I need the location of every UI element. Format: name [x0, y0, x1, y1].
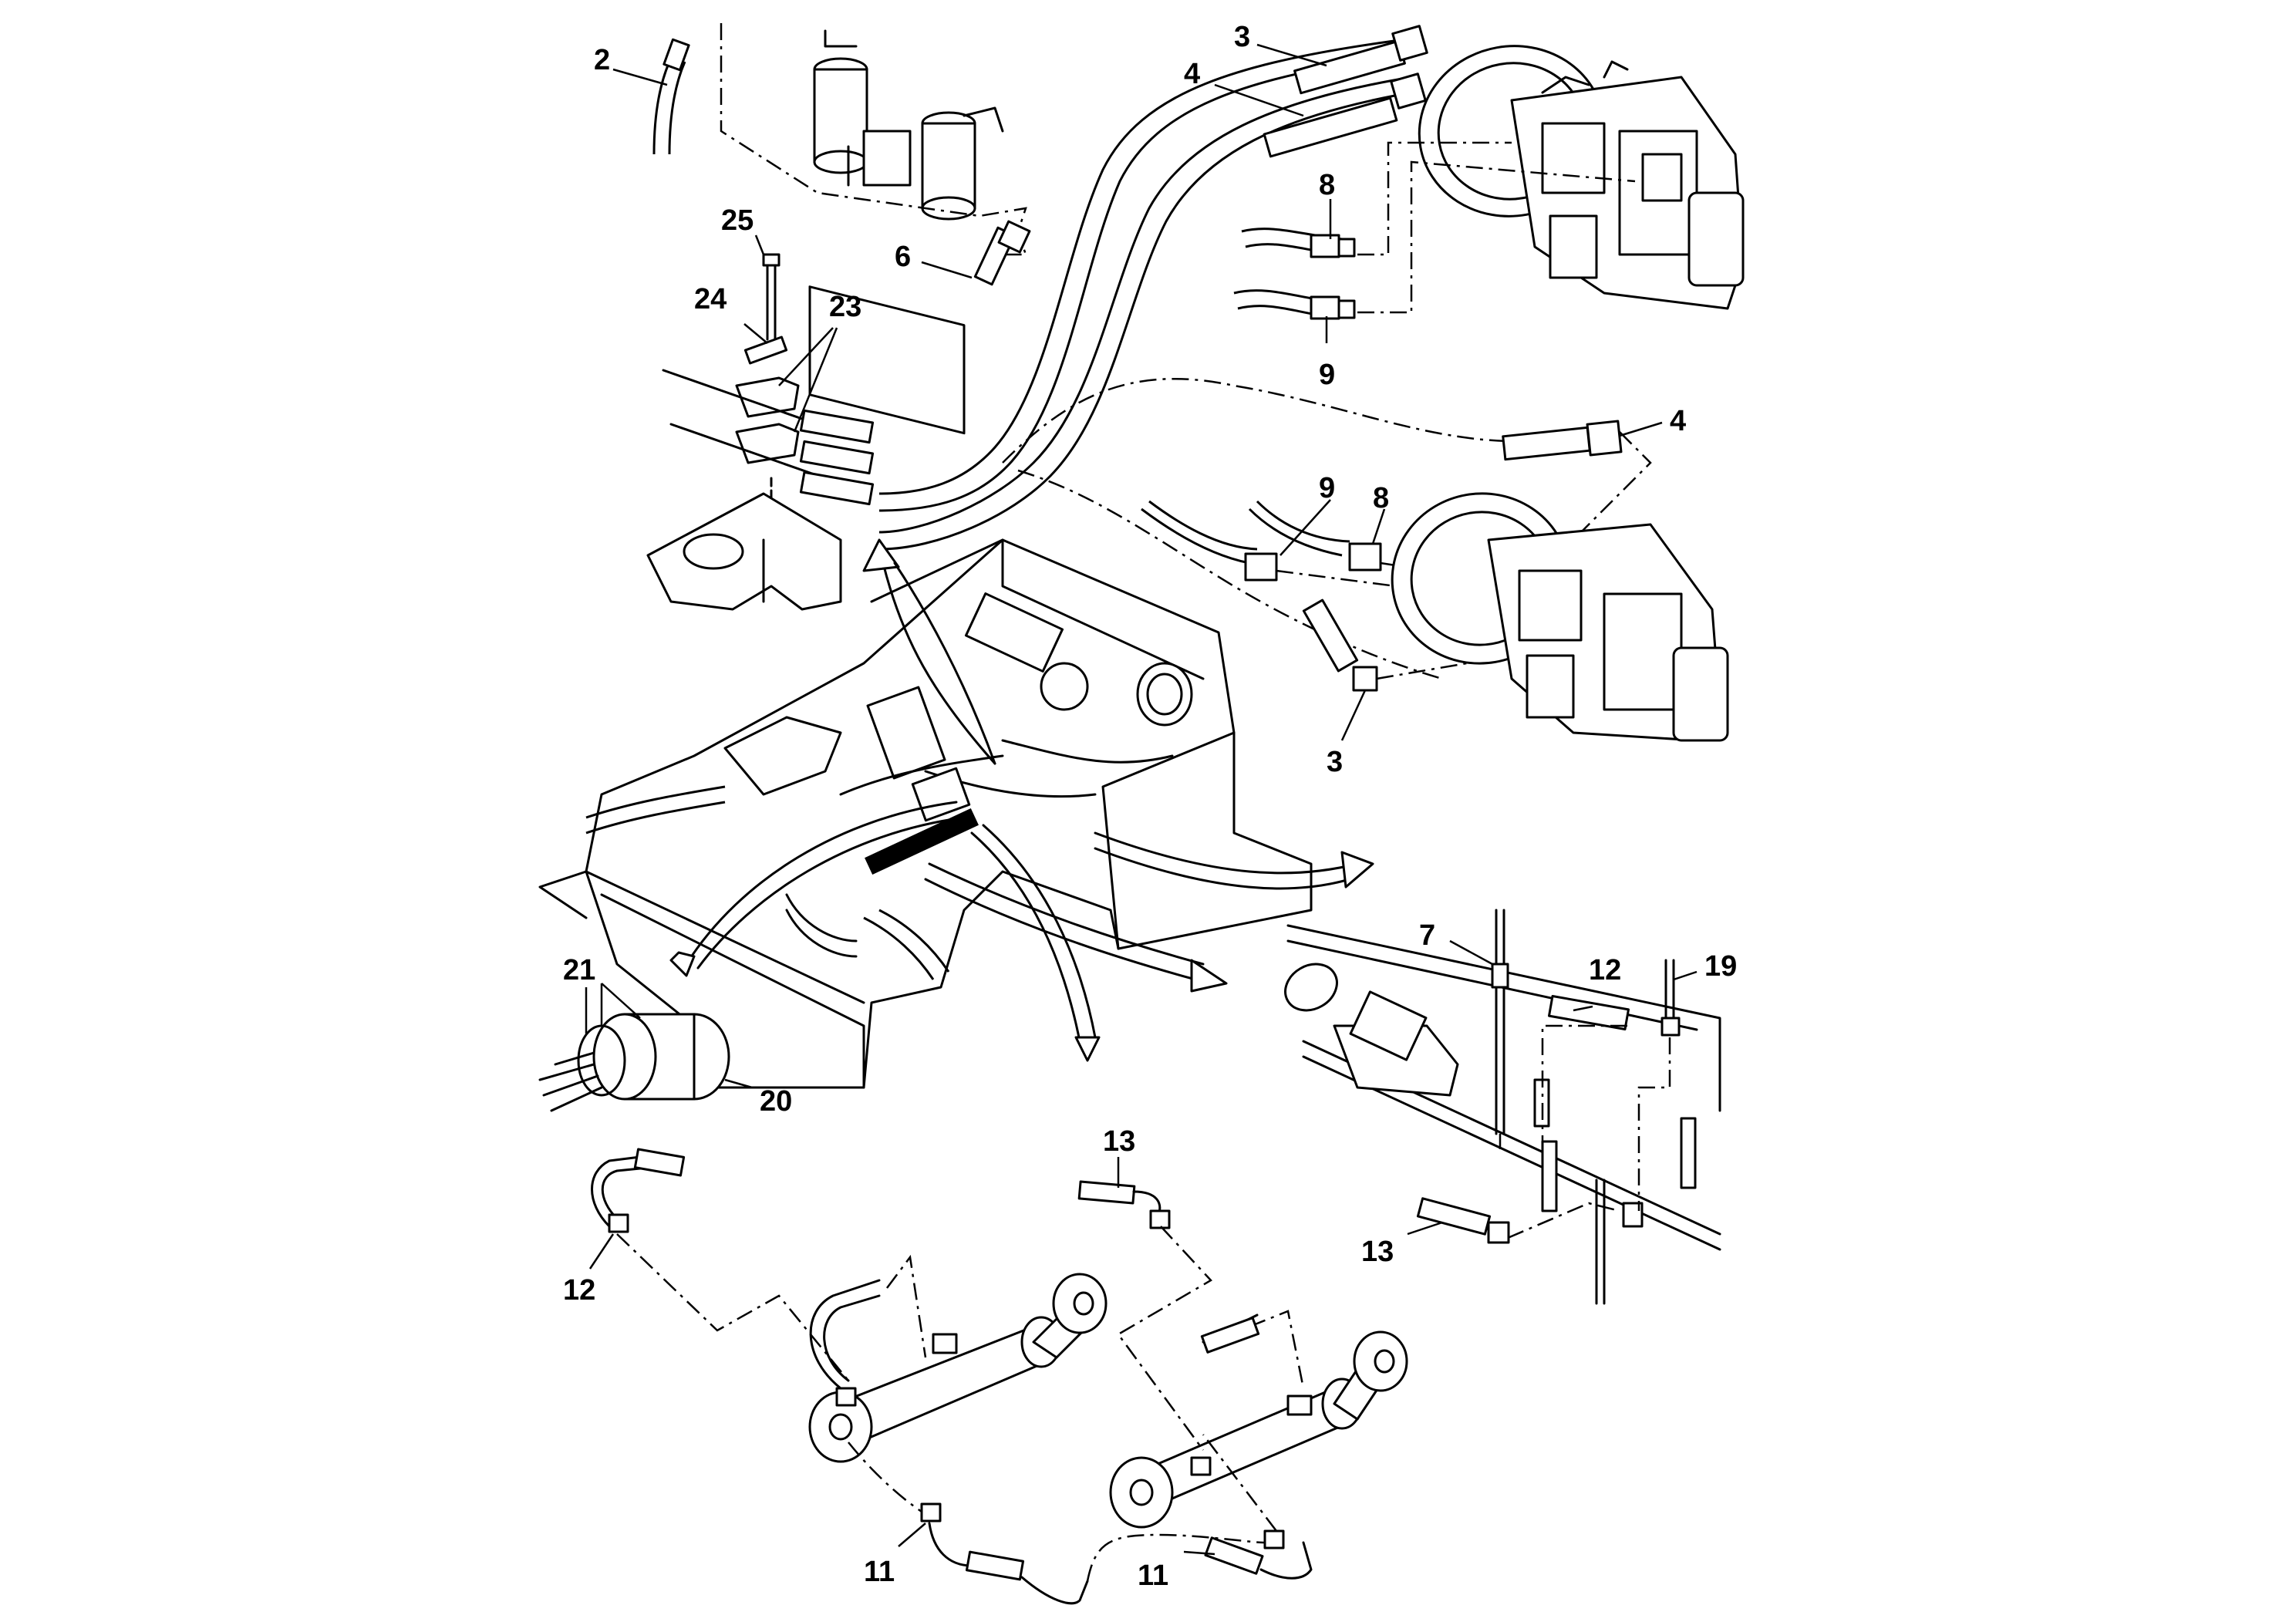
callout-19: 19 — [1704, 950, 1737, 983]
callout-9-top: 9 — [1319, 359, 1335, 391]
callout-4-mid: 4 — [1670, 405, 1686, 437]
clamp-assembly — [662, 253, 875, 541]
leader-lines — [585, 43, 1698, 1556]
exploded-view-arrows — [669, 538, 1374, 1062]
routing-line — [1117, 1226, 1212, 1451]
routing-line — [1507, 1202, 1620, 1239]
callout-12-right: 12 — [1589, 954, 1621, 986]
machine-chassis — [538, 538, 1313, 1089]
hose-part-11-left — [920, 1502, 1089, 1605]
hose-part-2 — [652, 38, 690, 155]
routing-line — [720, 23, 1027, 256]
hose-part-4-mid — [1502, 420, 1623, 461]
hose-part-12-left — [591, 1148, 686, 1233]
callout-labels: 2 3 4 6 8 9 25 24 23 4 9 8 3 7 12 19 21 … — [563, 21, 1737, 1592]
callout-3-top: 3 — [1234, 21, 1250, 53]
callout-12-left: 12 — [563, 1274, 595, 1307]
hoses-8-9-top — [1233, 228, 1356, 320]
callout-11-right: 11 — [1138, 1560, 1168, 1592]
electrical-connector — [538, 1013, 730, 1112]
callout-13-right: 13 — [1361, 1236, 1394, 1268]
routing-line — [848, 1442, 922, 1513]
callout-6: 6 — [895, 241, 911, 273]
valve-block-assembly — [808, 29, 1004, 435]
callout-8-mid: 8 — [1373, 482, 1389, 514]
long-hoses-3-4 — [878, 25, 1428, 551]
routing-line — [1357, 141, 1512, 256]
callout-4-top: 4 — [1184, 58, 1200, 90]
routing-line — [1202, 1434, 1277, 1532]
routing-line — [886, 1254, 927, 1358]
hose-part-3-mid — [1302, 599, 1378, 692]
routing-line — [616, 1233, 849, 1381]
callout-2: 2 — [594, 44, 610, 76]
callout-9-mid: 9 — [1319, 472, 1335, 504]
callout-23: 23 — [829, 291, 861, 323]
callout-25: 25 — [721, 204, 754, 237]
hydraulic-cylinder-right — [1109, 1330, 1408, 1529]
routing-line — [1002, 377, 1597, 464]
hydraulic-pump-mid — [1391, 492, 1729, 742]
frame-section-right — [1284, 909, 1721, 1305]
mounting-bracket — [646, 492, 842, 611]
routing-line — [1017, 469, 1443, 680]
callout-13-mid: 13 — [1103, 1125, 1135, 1158]
hose-part-6 — [973, 220, 1031, 286]
routing-line — [1249, 1310, 1305, 1389]
hose-part-11-right — [1204, 1529, 1313, 1580]
hydraulic-cylinder-left — [808, 1273, 1108, 1463]
callout-20: 20 — [760, 1085, 792, 1118]
callout-21: 21 — [563, 954, 595, 986]
callout-8-top: 8 — [1319, 169, 1335, 201]
hose-part-13-mid — [1077, 1180, 1171, 1229]
callout-24: 24 — [694, 283, 727, 315]
callout-3-mid: 3 — [1327, 746, 1343, 778]
hydraulic-pump-top — [1418, 45, 1745, 310]
routing-line — [1357, 160, 1636, 314]
hoses-8-9-mid — [1141, 500, 1382, 582]
routing-line — [1573, 431, 1652, 541]
callout-11-left: 11 — [864, 1556, 895, 1588]
hose-loop — [809, 1279, 881, 1390]
routing-line — [1637, 1037, 1671, 1211]
callout-7: 7 — [1419, 919, 1435, 952]
hose-loop — [823, 1294, 881, 1382]
fitting — [1200, 1317, 1260, 1354]
